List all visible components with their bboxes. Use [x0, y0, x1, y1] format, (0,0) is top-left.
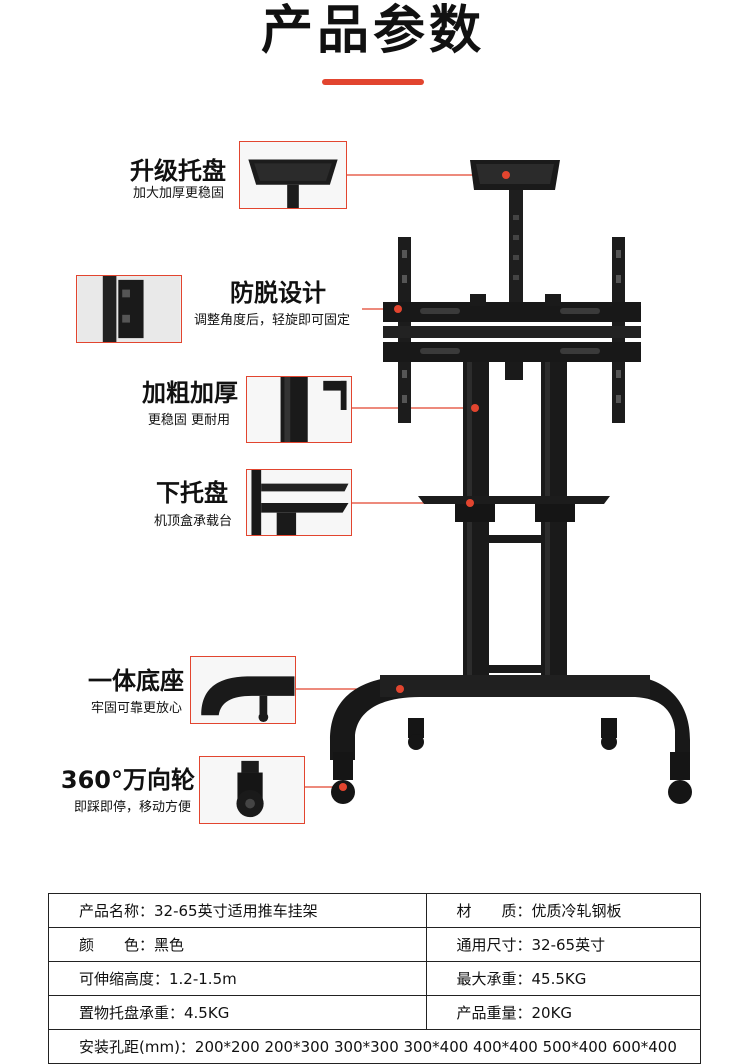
spec-row: 置物托盘承重：4.5KG 产品重量：20KG: [48, 995, 701, 1030]
feature-subtitle-lower-tray: 机顶盒承载台: [153, 514, 232, 529]
feature-title-tray: 升级托盘: [130, 157, 226, 185]
feature-subtitle-base: 牢固可靠更放心: [90, 701, 182, 716]
spec-cell: 通用尺寸：32-65英寸: [425, 927, 701, 962]
spec-cell-mount-holes: 安装孔距(mm)：200*200 200*300 300*300 300*400…: [48, 1029, 701, 1064]
spec-cell: 置物托盘承重：4.5KG: [48, 995, 427, 1030]
page-title: 产品参数: [260, 1, 485, 61]
feature-title-anti-detach: 防脱设计: [230, 279, 326, 307]
spec-row: 颜 色：黑色 通用尺寸：32-65英寸: [48, 927, 701, 962]
spec-cell: 颜 色：黑色: [48, 927, 427, 962]
feature-subtitle-tray: 加大加厚更稳固: [132, 186, 224, 201]
spec-cell: 材 质：优质冷轧钢板: [425, 893, 701, 928]
feature-subtitle-wheel: 即踩即停，移动方便: [73, 800, 191, 815]
spec-cell: 产品重量：20KG: [425, 995, 701, 1030]
feature-subtitle-thick: 更稳固 更耐用: [147, 413, 230, 428]
title-underline: [322, 79, 424, 85]
anti-detach-detail-image: [76, 275, 182, 343]
feature-title-thick: 加粗加厚: [142, 379, 238, 407]
spec-row: 可伸缩高度：1.2-1.5m 最大承重：45.5KG: [48, 961, 701, 996]
lower-tray-detail-image: [246, 469, 352, 536]
spec-cell: 可伸缩高度：1.2-1.5m: [48, 961, 427, 996]
spec-cell: 产品名称：32-65英寸适用推车挂架: [48, 893, 427, 928]
wheel-detail-image: [199, 756, 305, 824]
feature-subtitle-anti-detach: 调整角度后，轻旋即可固定: [194, 313, 351, 328]
feature-title-lower-tray: 下托盘: [156, 479, 228, 507]
spec-table: 产品名称：32-65英寸适用推车挂架 材 质：优质冷轧钢板 颜 色：黑色 通用尺…: [48, 893, 701, 1064]
tv-cart-stand-illustration: [296, 160, 692, 804]
column-detail-image: [246, 376, 352, 443]
base-detail-image: [190, 656, 296, 724]
feature-title-base: 一体底座: [88, 667, 184, 695]
spec-row: 安装孔距(mm)：200*200 200*300 300*300 300*400…: [48, 1029, 701, 1064]
spec-cell: 最大承重：45.5KG: [425, 961, 701, 996]
spec-row: 产品名称：32-65英寸适用推车挂架 材 质：优质冷轧钢板: [48, 893, 701, 928]
feature-title-wheel: 360°万向轮: [60, 766, 195, 794]
tray-detail-image: [239, 141, 347, 209]
